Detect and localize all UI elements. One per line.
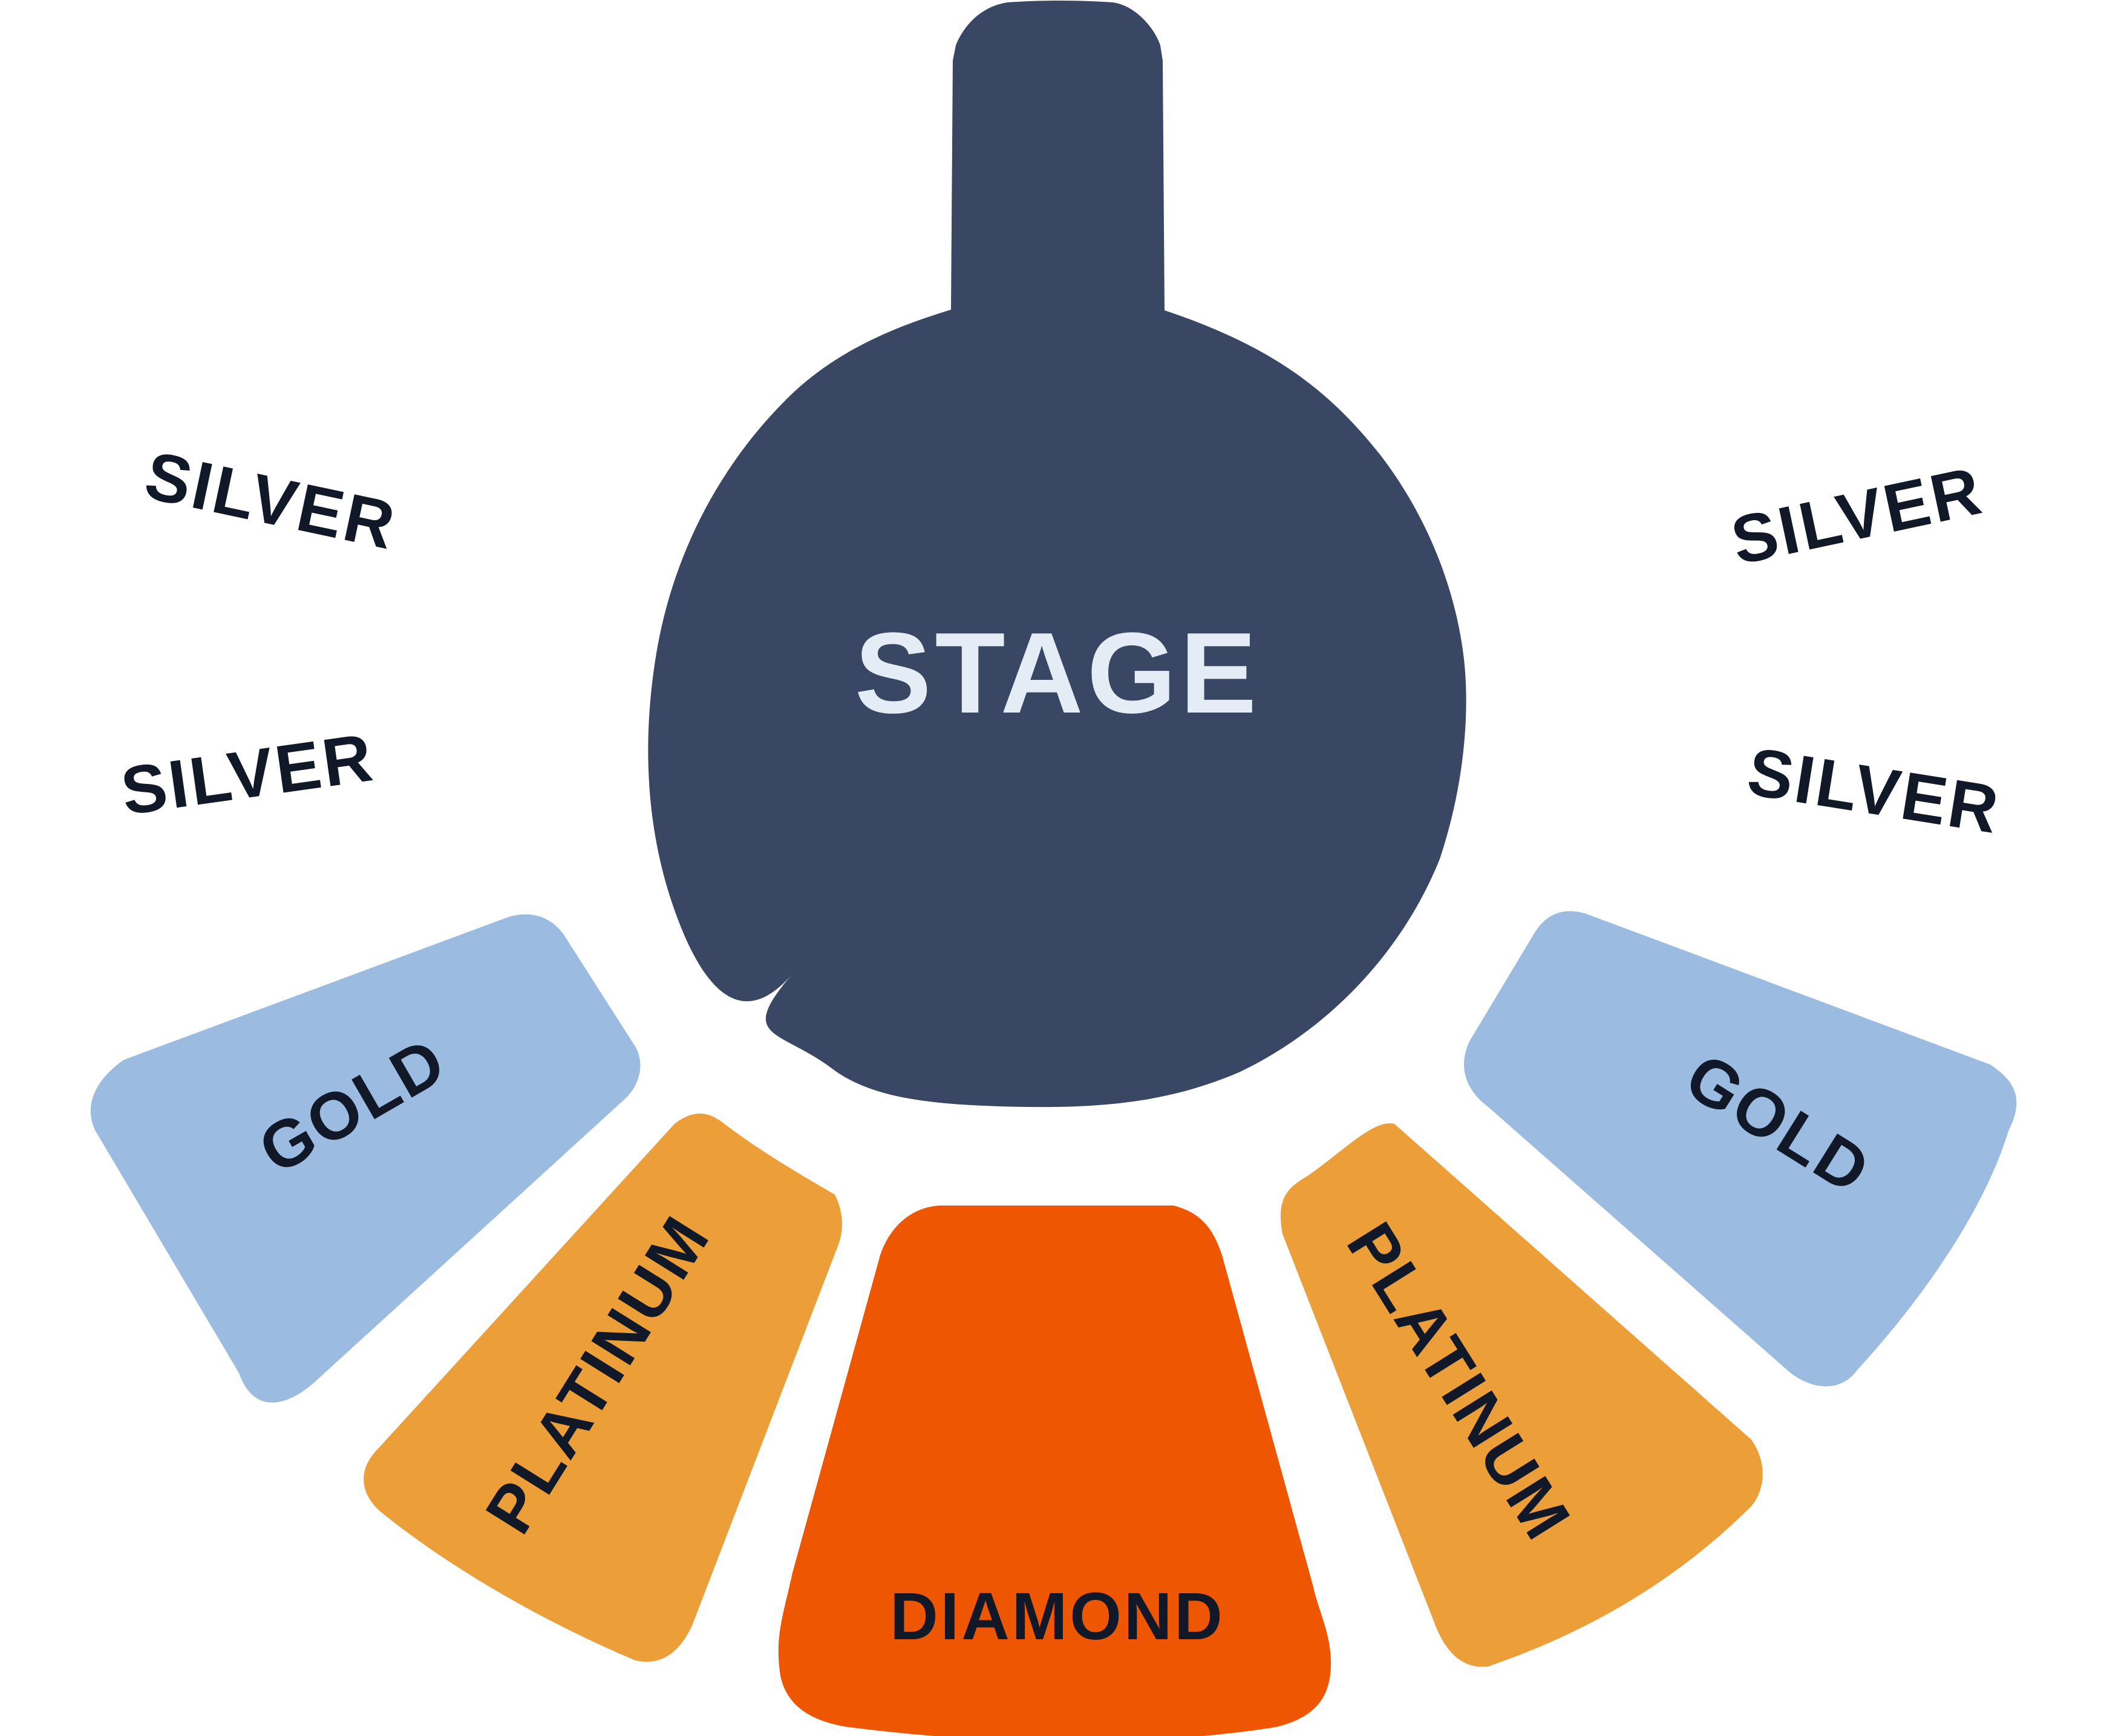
- silver-label-top-right[interactable]: SILVER: [1725, 452, 1989, 579]
- diamond-section[interactable]: DIAMOND: [778, 1206, 1331, 1736]
- stage-shape: [648, 1, 1466, 1108]
- gold-shape-right: [1464, 911, 2017, 1386]
- diamond-label: DIAMOND: [890, 1579, 1225, 1654]
- gold-section-right[interactable]: GOLD: [1464, 911, 2017, 1386]
- platinum-section-right[interactable]: PLATINUM: [1280, 1123, 1763, 1667]
- silver-label-top-left[interactable]: SILVER: [139, 437, 403, 564]
- gold-shape-left: [90, 914, 641, 1403]
- silver-label-mid-left[interactable]: SILVER: [117, 719, 379, 829]
- silver-label-mid-right[interactable]: SILVER: [1743, 733, 2006, 847]
- platinum-shape-right: [1280, 1123, 1763, 1667]
- stage-section[interactable]: STAGE: [648, 1, 1466, 1108]
- platinum-shape-left: [364, 1113, 842, 1662]
- gold-section-left[interactable]: GOLD: [90, 914, 641, 1403]
- diamond-shape: [778, 1206, 1331, 1736]
- stage-label: STAGE: [855, 609, 1260, 737]
